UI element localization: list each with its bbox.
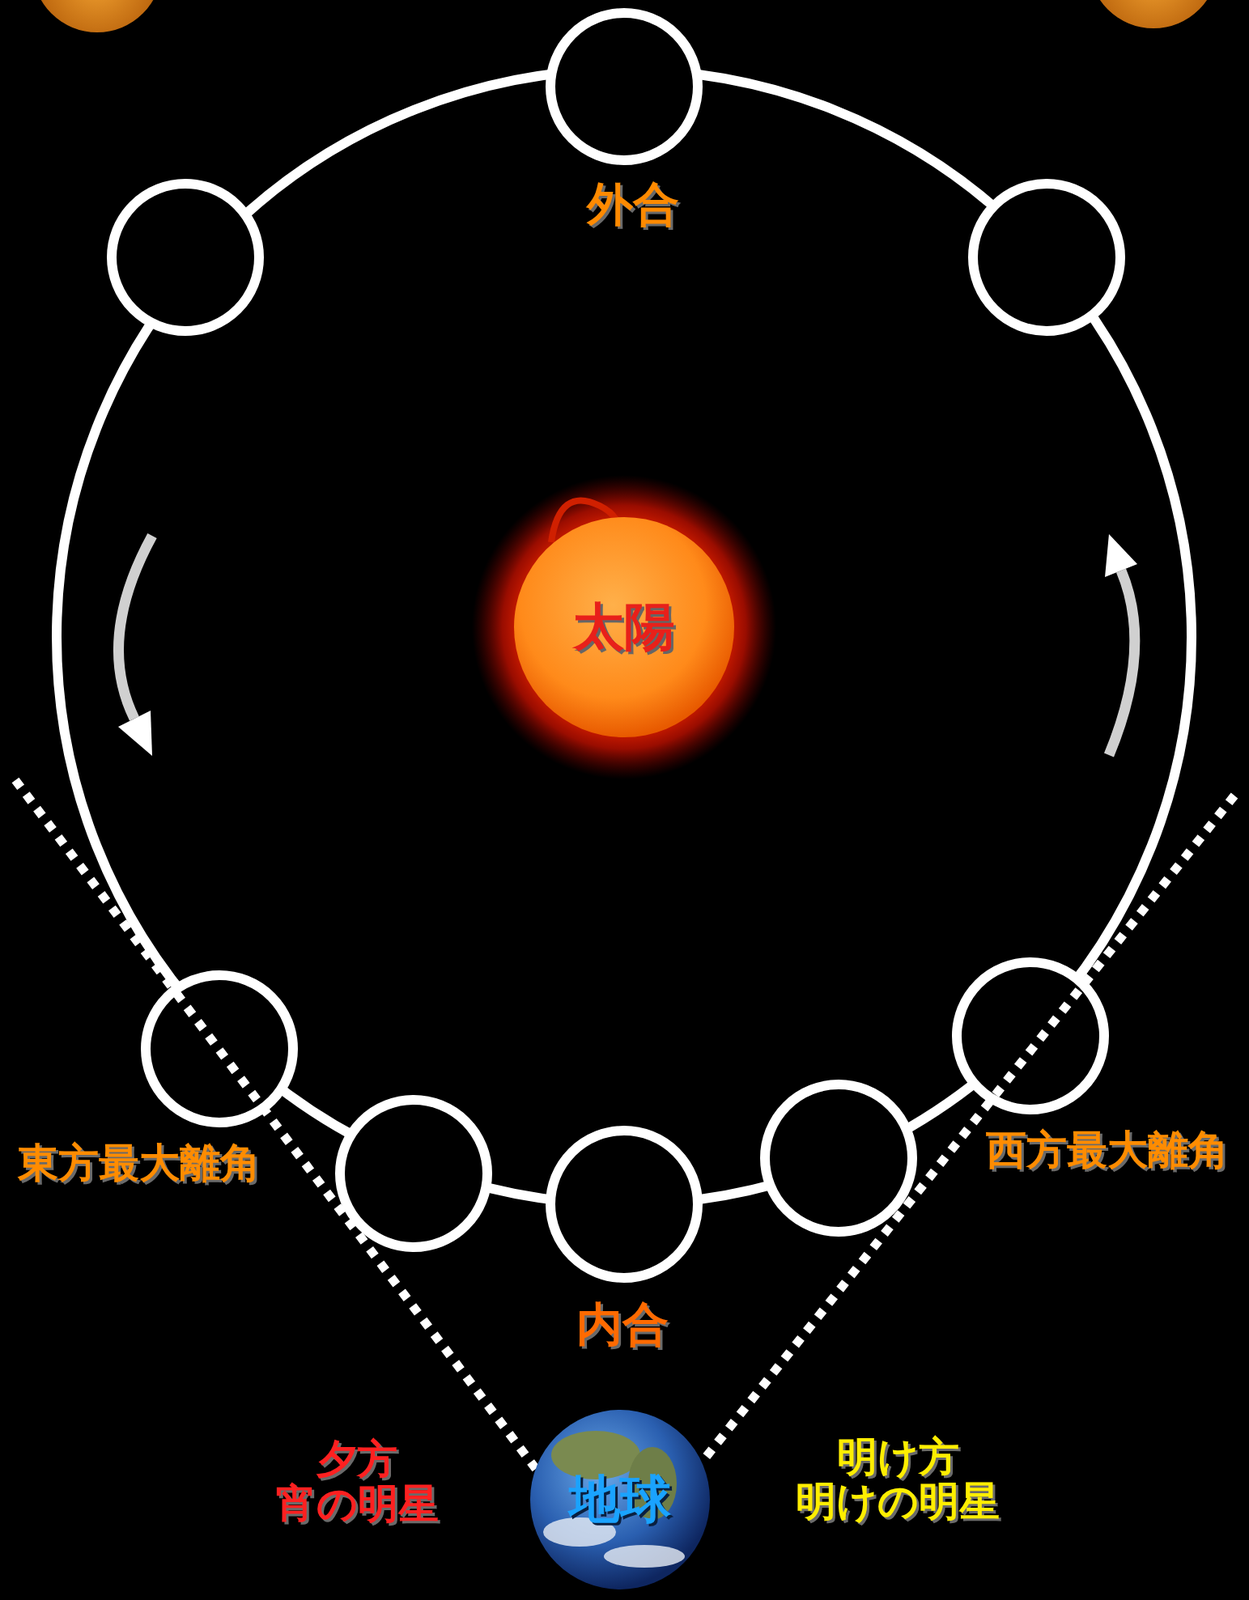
venus-position [111, 183, 260, 332]
elongation-label: 西方最大離角 [985, 1128, 1229, 1173]
sight-line [15, 780, 536, 1470]
venus-image [1088, 0, 1219, 29]
orbit-direction-arrow [118, 535, 153, 719]
cloud [603, 1545, 685, 1568]
earth-surface [543, 1431, 685, 1568]
venus-position [550, 1130, 698, 1279]
elongation-label: 東方最大離角 [17, 1141, 261, 1186]
venus-position [550, 12, 698, 161]
time-label: 明け方 [836, 1435, 960, 1480]
star-name-label: 宵の明星 [276, 1482, 439, 1527]
conjunction-label: 内合 [576, 1299, 669, 1351]
venus-image [32, 0, 162, 33]
sun-disc [514, 517, 735, 738]
venus-position [339, 1100, 488, 1248]
venus-position [972, 183, 1121, 332]
earth-disc [530, 1410, 710, 1590]
conjunction-label: 外合 [586, 178, 680, 230]
orbit-direction-arrow [1108, 570, 1135, 756]
sun-node: 太陽 [470, 473, 778, 782]
venus-position [145, 975, 294, 1123]
arrow-head [118, 710, 153, 757]
sight-line [704, 795, 1235, 1460]
venus-positions [111, 12, 1121, 1279]
arrow-head [1104, 534, 1138, 578]
venus-position [956, 962, 1105, 1110]
earth-node: 地球 [529, 1409, 711, 1591]
venus-position [764, 1084, 913, 1233]
time-label: 夕方 [316, 1437, 398, 1483]
venus-orbit [56, 69, 1192, 1205]
node-text: 地球 [569, 1471, 672, 1528]
star-name-label: 明けの明星 [795, 1479, 1000, 1525]
sun-glow [471, 475, 777, 780]
node-text: 太陽 [573, 599, 676, 655]
